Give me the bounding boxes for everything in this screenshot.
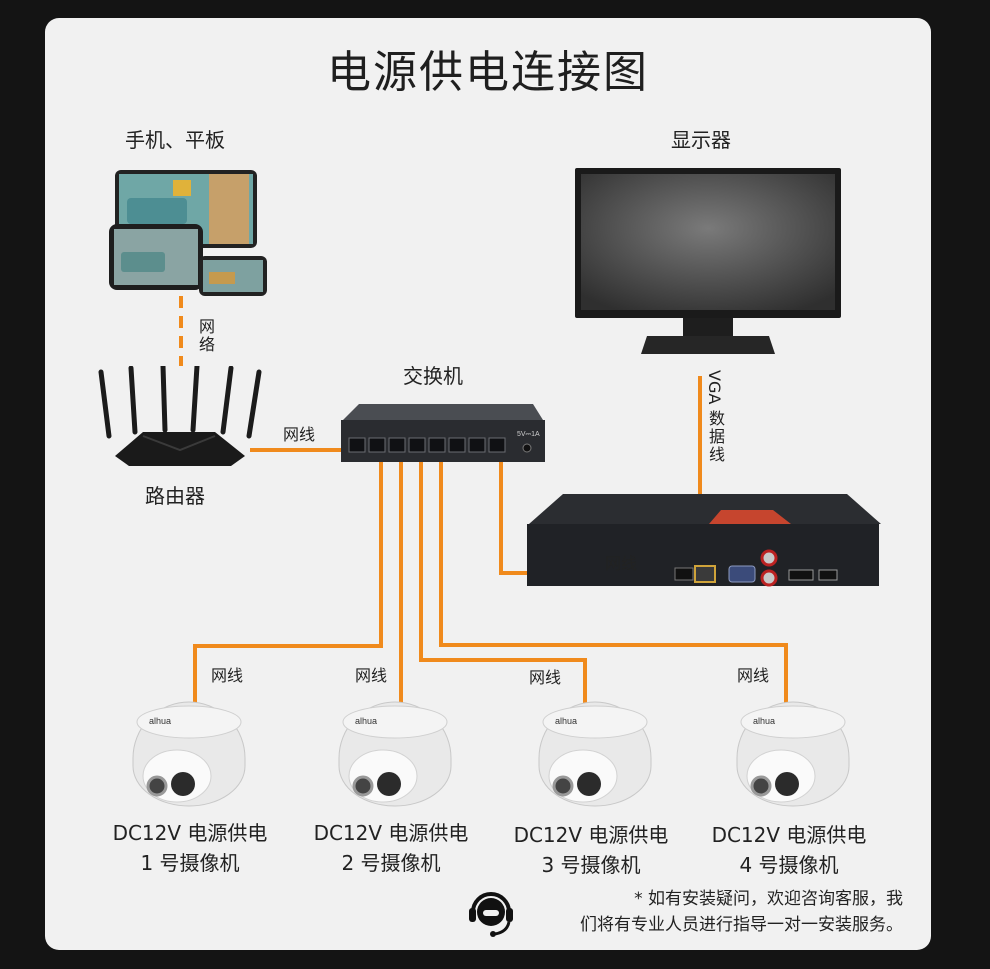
camera-brand-text: alhua [555, 716, 577, 726]
camera-3-caption: DC12V 电源供电 3 号摄像机 [501, 820, 681, 880]
camera-4-image: alhua [736, 701, 850, 807]
camera-brand-text: alhua [355, 716, 377, 726]
monitor-image [575, 168, 841, 354]
support-note: * 如有安装疑问，欢迎咨询客服，我 们将有专业人员进行指导一对一安装服务。 [525, 886, 903, 938]
router-image [98, 366, 262, 466]
camera-brand-text: alhua [753, 716, 775, 726]
vga-label-char: 据 [709, 427, 726, 446]
camera-3-name: 3 号摄像机 [541, 853, 641, 877]
camera-1-name: 1 号摄像机 [140, 851, 240, 875]
camera-4-power: DC12V 电源供电 [711, 823, 867, 847]
camera-2-power: DC12V 电源供电 [313, 821, 469, 845]
camera-3-power: DC12V 电源供电 [513, 823, 669, 847]
camera-2-caption: DC12V 电源供电 2 号摄像机 [301, 818, 481, 878]
camera-3-image: alhua [538, 701, 652, 807]
camera-1-power: DC12V 电源供电 [112, 821, 268, 845]
switch-port-text: 5V⎓1A [517, 431, 540, 438]
diagram-panel: 电源供电连接图 手机、平板 网 络 [45, 18, 931, 950]
page-title: 电源供电连接图 [327, 47, 649, 98]
camera-1-caption: DC12V 电源供电 1 号摄像机 [100, 818, 280, 878]
camera-4-caption: DC12V 电源供电 4 号摄像机 [699, 820, 879, 880]
nvr-image [527, 494, 881, 587]
router-label: 路由器 [145, 484, 205, 508]
network-label-char: 网 [199, 317, 216, 336]
camera-2-name: 2 号摄像机 [341, 851, 441, 875]
camera-2-image: alhua [338, 701, 452, 807]
camera3-cable [419, 451, 587, 718]
monitor-label: 显示器 [671, 128, 731, 152]
vga-label: VGA [705, 370, 724, 405]
camera-1-image: alhua [132, 701, 246, 807]
router-cable-label: 网线 [283, 425, 316, 444]
switch-image: 5V⎓1A [341, 404, 545, 462]
network-label-vertical: 网 络 [199, 318, 215, 354]
switch-label: 交换机 [403, 364, 463, 388]
camera-brand-text: alhua [149, 716, 171, 726]
phone-tablet-label: 手机、平板 [125, 128, 225, 152]
customer-service-icon [469, 892, 513, 937]
camera3-cable-label: 网线 [529, 668, 562, 687]
camera-4-name: 4 号摄像机 [739, 853, 839, 877]
camera4-cable-label: 网线 [737, 666, 770, 685]
vga-label-char: 数 [709, 409, 726, 428]
vga-data-cable-label: 数 据 线 [709, 410, 725, 464]
camera4-cable [439, 451, 788, 718]
camera2-cable-label: 网线 [355, 666, 388, 685]
nvr-cable-label: 网线 [605, 554, 638, 573]
camera1-cable [193, 451, 383, 718]
support-note-line1: * 如有安装疑问，欢迎咨询客服，我 [634, 889, 903, 909]
vga-label-char: 线 [709, 445, 726, 464]
support-note-line2: 们将有专业人员进行指导一对一安装服务。 [580, 915, 903, 935]
network-label-char: 络 [199, 335, 216, 354]
phone-tablet-image [109, 170, 267, 296]
camera1-cable-label: 网线 [211, 666, 244, 685]
